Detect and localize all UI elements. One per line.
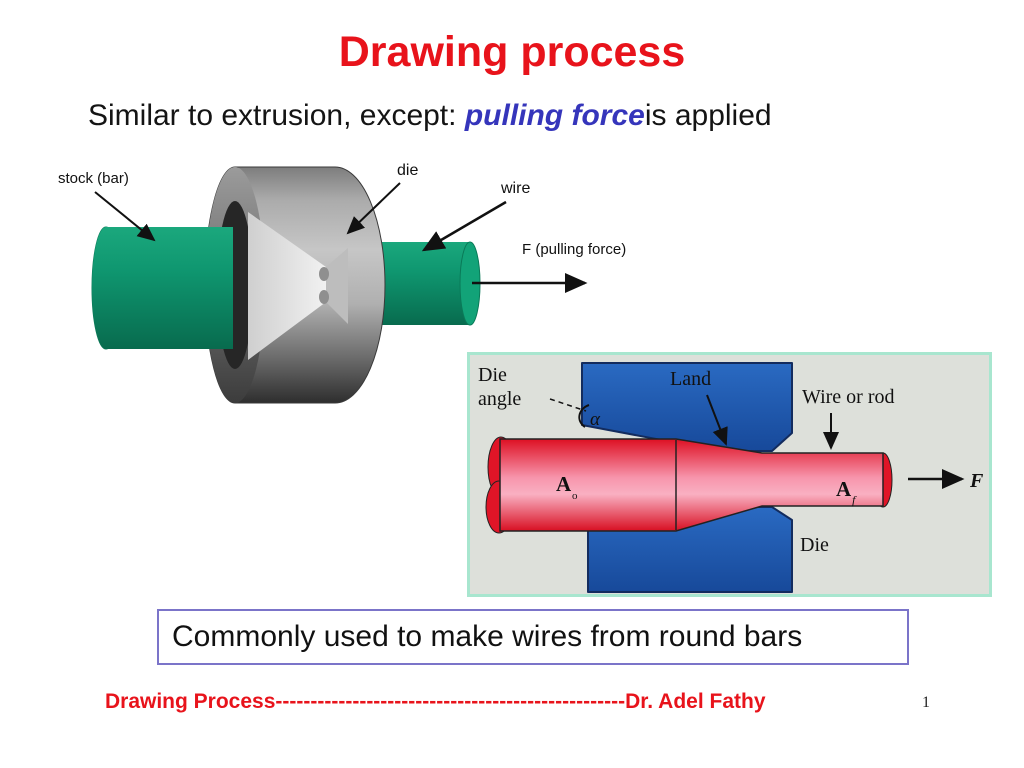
force-label: F xyxy=(969,470,984,492)
land-arrow xyxy=(706,394,728,446)
die-label: die xyxy=(397,162,418,179)
land-label: Land xyxy=(670,368,711,390)
subtitle: Similar to extrusion, except: pulling fo… xyxy=(88,99,772,133)
wire-arrow xyxy=(421,200,507,252)
wire-or-rod-label: Wire or rod xyxy=(802,386,895,408)
die-bore-cutaway xyxy=(248,212,348,360)
footer-author: Dr. Adel Fathy xyxy=(625,690,766,713)
die-angle-label-line2: angle xyxy=(478,388,521,410)
alpha-symbol: α xyxy=(590,409,601,430)
die-arrow xyxy=(346,182,401,235)
die-angle-arc xyxy=(578,404,590,428)
section-diagram-panel: Die angle α Land Wire or rod A o A f F D… xyxy=(467,352,992,597)
pulling-force-label: F (pulling force) xyxy=(522,241,626,258)
area-final-label: A xyxy=(836,477,852,501)
rod-shape xyxy=(485,436,893,534)
stock-bar-label: stock (bar) xyxy=(58,170,129,187)
subtitle-suffix: is applied xyxy=(644,99,772,132)
footer: Drawing Process-------------------------… xyxy=(105,690,766,714)
section-diagram: Die angle α Land Wire or rod A o A f F D… xyxy=(478,362,984,593)
drawing-3d-diagram: stock (bar) die wire F (pulling force) xyxy=(58,162,626,404)
caption-text: Commonly used to make wires from round b… xyxy=(172,620,803,653)
die-bottom-label: Die xyxy=(800,534,829,556)
subtitle-prefix: Similar to extrusion, except: xyxy=(88,99,465,132)
footer-dashes: ----------------------------------------… xyxy=(275,690,626,713)
wire-label: wire xyxy=(500,180,530,197)
die-angle-leader xyxy=(549,398,587,412)
stock-bar-arrow xyxy=(94,191,156,242)
caption-box: Commonly used to make wires from round b… xyxy=(157,609,909,665)
stock-bar-shape xyxy=(91,226,233,350)
subtitle-highlight: pulling force xyxy=(464,99,645,132)
area-initial-label: A xyxy=(556,472,572,496)
area-final-subscript: f xyxy=(852,493,857,507)
die-angle-label-line1: Die xyxy=(478,364,507,386)
page-title: Drawing process xyxy=(338,28,686,76)
page-number: 1 xyxy=(922,694,930,711)
area-initial-subscript: o xyxy=(572,490,578,502)
footer-course: Drawing Process xyxy=(105,690,276,713)
